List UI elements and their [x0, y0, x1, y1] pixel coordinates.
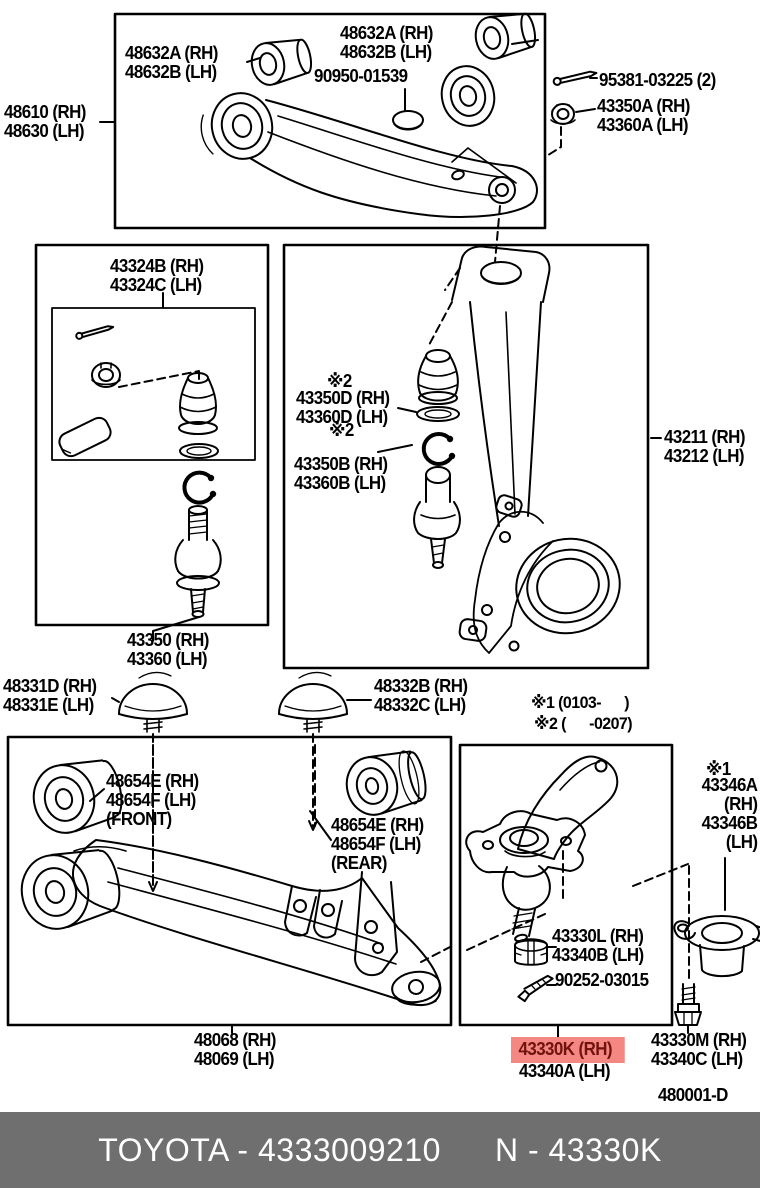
lower-ball-joint-drawing [465, 755, 619, 1003]
label-washer: 90950-01539 [314, 66, 408, 86]
label-lower-nut: 43330L (RH) 43340B (LH) [552, 926, 644, 965]
label-steering-knuckle: 43211 (RH) 43212 (LH) [664, 427, 745, 466]
label-cap-front: 48331D (RH) 48331E (LH) [3, 676, 97, 715]
label-attachment: 43330M (RH) 43340C (LH) [651, 1030, 747, 1069]
label-ref2-range: ※2 ( -0207) [534, 714, 633, 733]
label-upper-arm-bushing-right: 48632A (RH) 48632B (LH) [340, 23, 433, 62]
lower-arm-box [6, 735, 453, 1027]
footer-part-number: N - 43330K [494, 1131, 662, 1168]
lower-nut-icon [514, 938, 548, 966]
parts-diagram-art [6, 7, 760, 1038]
washer-drawing [392, 110, 424, 130]
footer-brand-part: TOYOTA - 4333009210 [98, 1131, 441, 1168]
ball-joint-kit-drawing [58, 325, 222, 618]
castle-nut-icon [550, 103, 576, 125]
lower-control-arm-drawing [20, 744, 453, 1006]
label-bolt: 90252-03015 [555, 970, 649, 990]
cap-front-drawing [118, 671, 188, 733]
label-ball-joint-kit: 43324B (RH) 43324C (LH) [110, 256, 204, 295]
label-upper-control-arm: 48610 (RH) 48630 (LH) [4, 102, 86, 141]
label-ref1: ※1 [706, 759, 731, 779]
ball-joint-kit-box [34, 243, 270, 627]
label-lower-bushing-rear: 48654E (RH) 48654F (LH) (REAR) [331, 815, 424, 873]
label-upper-snap-ring: 43350B (RH) 43360B (LH) [294, 454, 388, 493]
label-lower-ball-joint-lh: 43340A (LH) [519, 1061, 611, 1081]
cotter-pin-icon [552, 70, 598, 86]
kit-inner-box [51, 307, 256, 461]
upper-arm-box [113, 12, 547, 230]
label-upper-nut: 43350A (RH) 43360A (LH) [597, 96, 690, 135]
diagram-code: 480001-D [658, 1085, 728, 1105]
label-cap-rear: 48332B (RH) 48332C (LH) [374, 676, 468, 715]
label-upper-dust-cover: 43350D (RH) 43360D (LH) [296, 388, 390, 427]
label-upper-arm-bushing-left: 48632A (RH) 48632B (LH) [125, 43, 218, 82]
label-ref2-lower: ※2 [329, 420, 354, 440]
cap-rear-drawing [278, 671, 348, 733]
lower-ball-joint-box [458, 743, 674, 1027]
label-lower-control-arm: 48068 (RH) 48069 (LH) [194, 1030, 276, 1069]
footer-bar: TOYOTA - 4333009210 N - 43330K [0, 1112, 760, 1188]
label-cotter-pin: 95381-03225 (2) [599, 70, 716, 90]
label-ref2-upper: ※2 [327, 371, 352, 391]
steering-knuckle-drawing [413, 245, 621, 654]
lower-dust-cover-drawing [632, 857, 760, 1026]
label-ref1-range: ※1 (0103- ) [531, 693, 630, 712]
label-lower-ball-joint-highlighted[interactable]: 43330K (RH) [511, 1037, 626, 1063]
knuckle-box [282, 243, 650, 670]
label-upper-ball-joint: 43350 (RH) 43360 (LH) [127, 630, 209, 669]
bolt-icon [517, 974, 554, 1003]
label-lower-bushing-front: 48654E (RH) 48654F (LH) (FRONT) [106, 771, 199, 829]
label-lower-dust-cover: 43346A (RH) 43346B (LH) [701, 775, 757, 852]
